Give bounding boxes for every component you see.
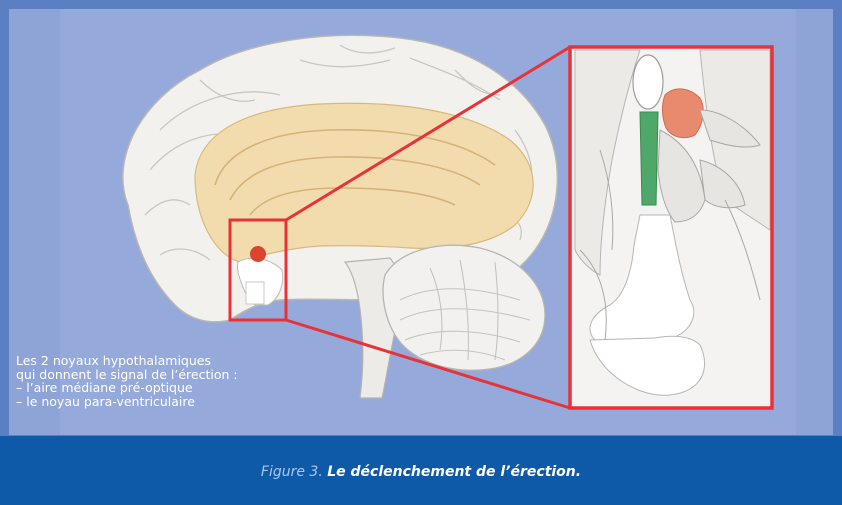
paraventricular-nucleus <box>640 112 658 205</box>
figure-caption: Figure 3. Le déclenchement de l’érection… <box>0 464 842 480</box>
legend-line-2: qui donnent le signal de l’érection : <box>16 368 238 382</box>
anterior-commissure <box>633 55 663 109</box>
preoptic-nucleus <box>662 89 703 138</box>
legend-line-4: – le noyau para-ventriculaire <box>16 395 238 409</box>
limbic-region <box>195 103 533 262</box>
figure-number: Figure 3. <box>261 464 323 480</box>
legend-line-3: – l’aire médiane pré-optique <box>16 381 238 395</box>
nucleus-dot <box>250 246 266 262</box>
pituitary-stalk <box>246 282 264 304</box>
figure-title: Le déclenchement de l’érection. <box>327 464 581 480</box>
legend-line-1: Les 2 noyaux hypothalamiques <box>16 354 238 368</box>
legend: Les 2 noyaux hypothalamiques qui donnent… <box>16 354 238 408</box>
